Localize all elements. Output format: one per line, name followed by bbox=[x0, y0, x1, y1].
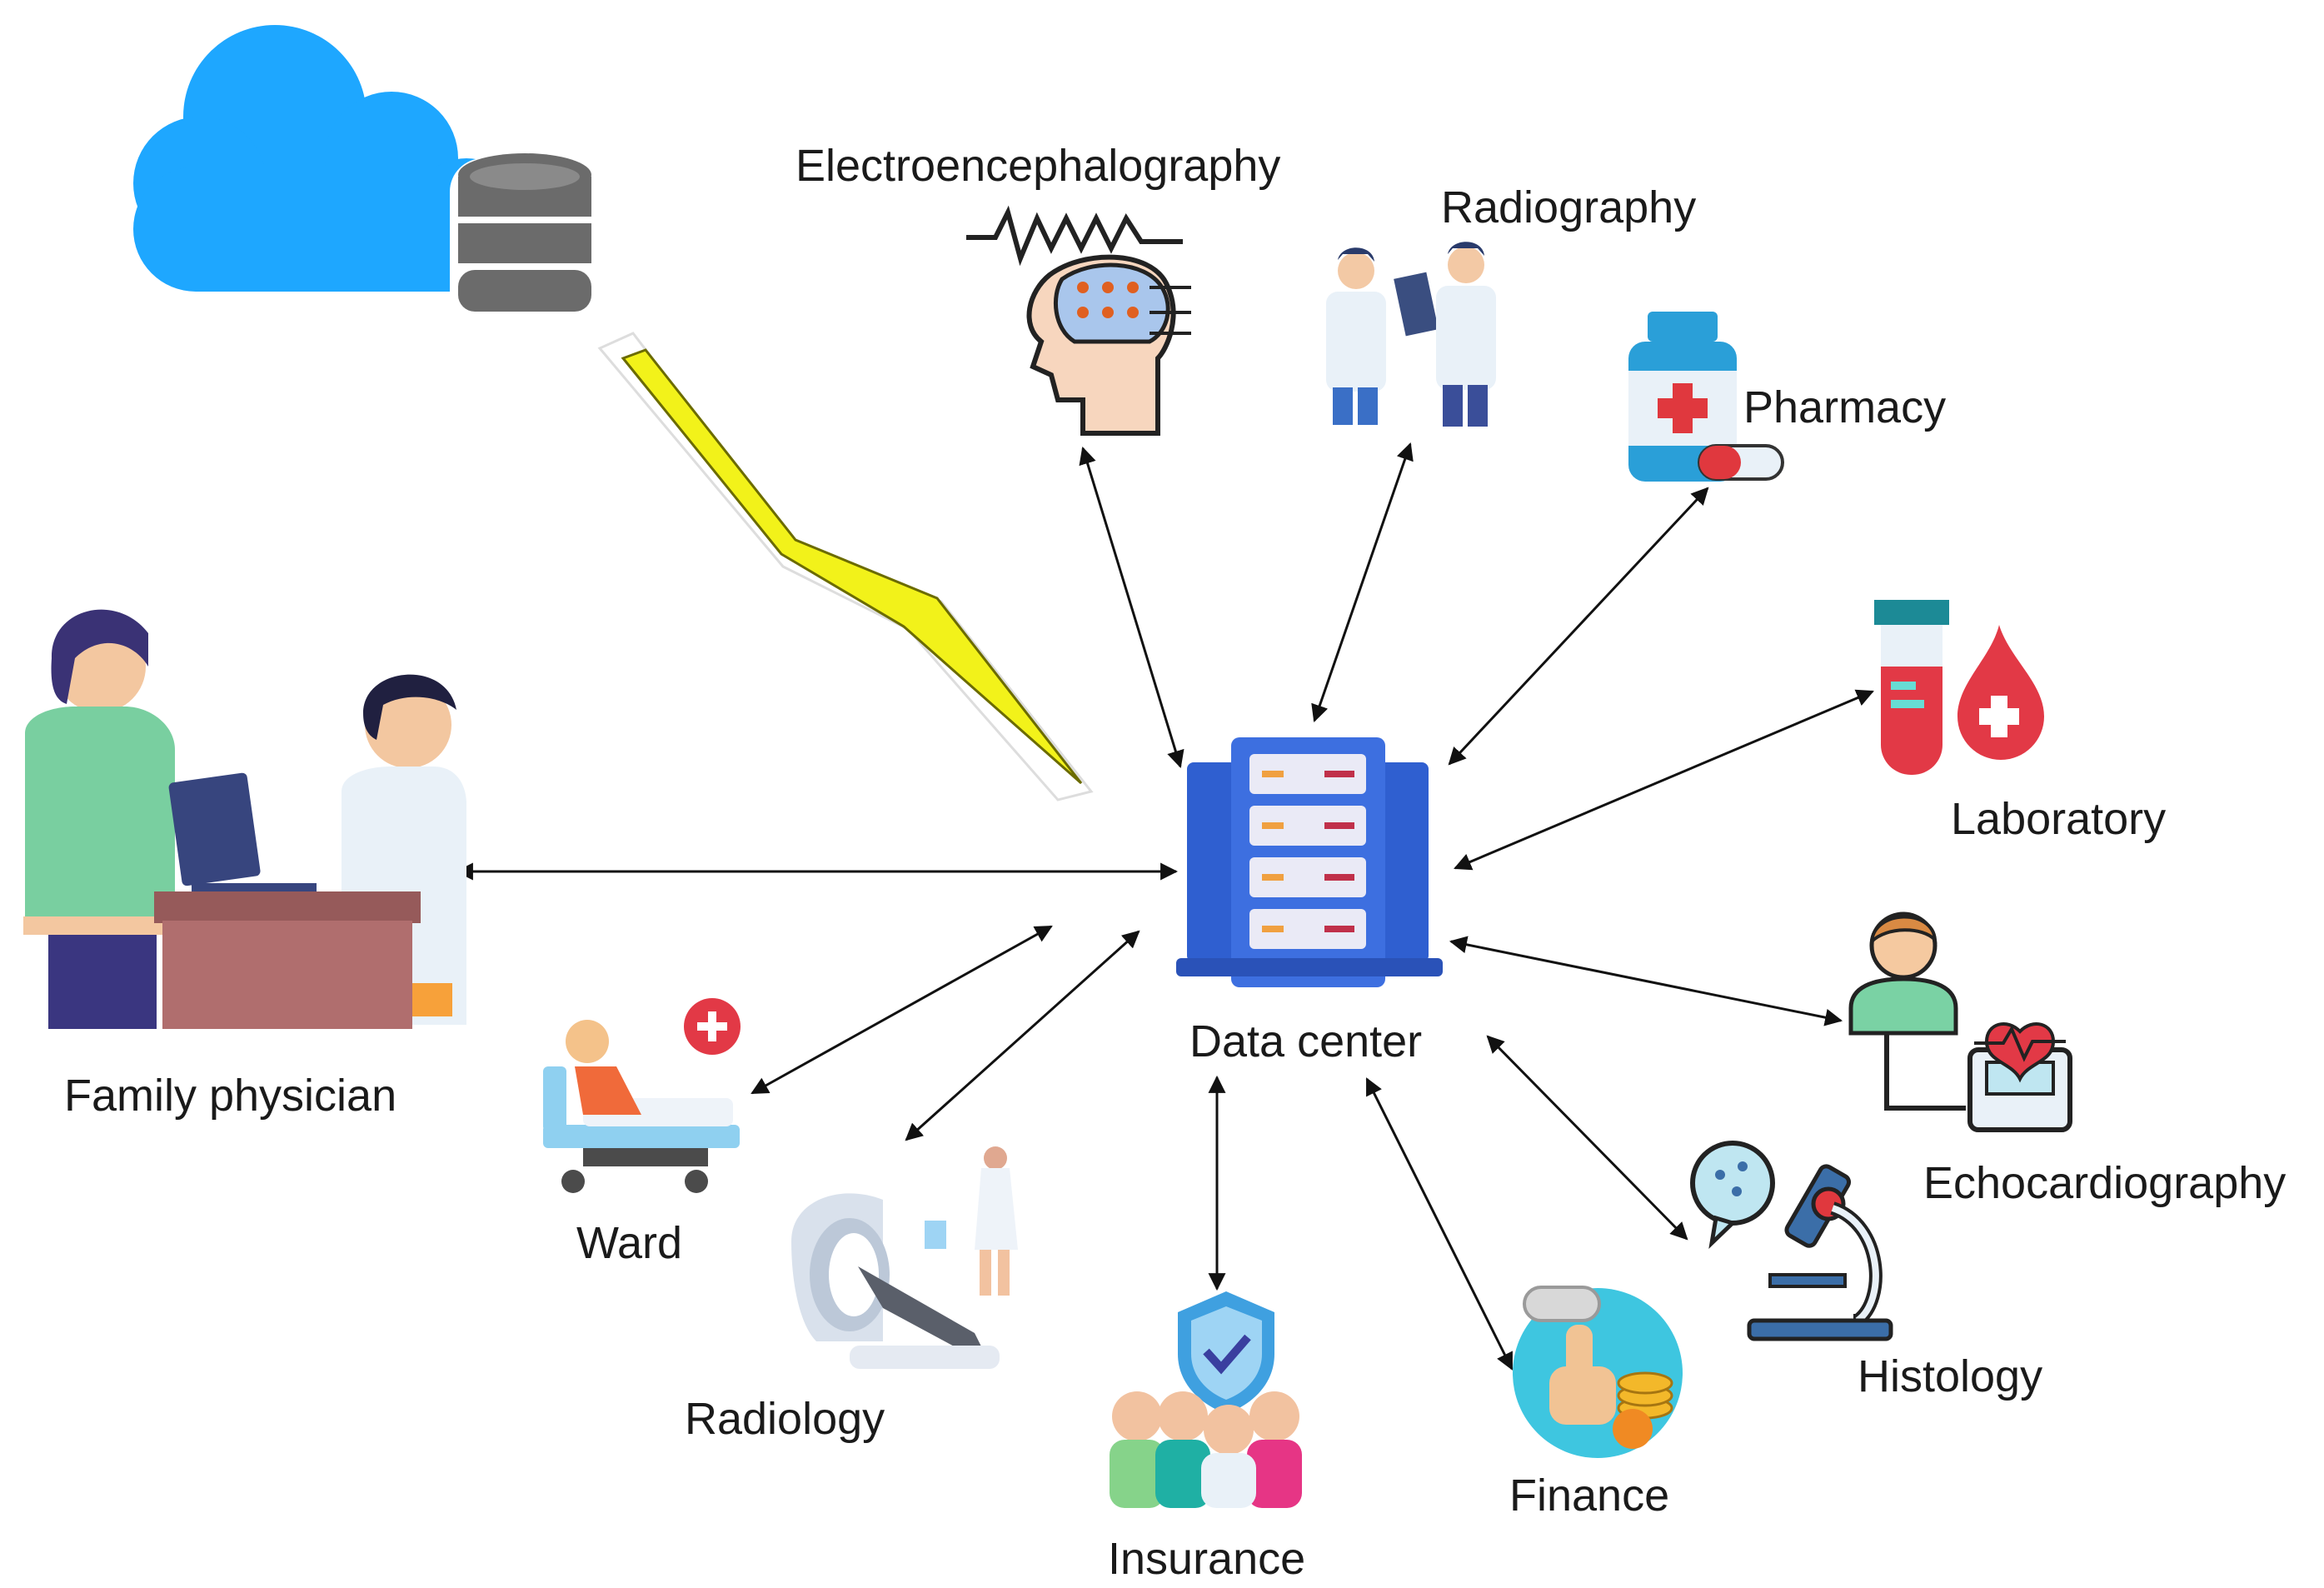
label-ward: Ward bbox=[576, 1218, 683, 1268]
hospital-bed-icon bbox=[543, 998, 741, 1193]
arrow-radiology bbox=[905, 930, 1140, 1141]
payment-icon bbox=[1513, 1286, 1683, 1458]
medicine-bottle-icon bbox=[1628, 312, 1784, 482]
arrow-ward bbox=[751, 925, 1053, 1095]
label-radiology: Radiology bbox=[685, 1394, 885, 1444]
heart-monitor-icon bbox=[1848, 911, 2072, 1132]
arrow-histology bbox=[1486, 1035, 1688, 1241]
insurance-shield-icon bbox=[1110, 1291, 1302, 1508]
label-pharmacy: Pharmacy bbox=[1743, 382, 1947, 432]
arrow-pharmacy bbox=[1448, 487, 1709, 766]
arrow-laboratory bbox=[1454, 689, 1874, 871]
label-histology: Histology bbox=[1858, 1351, 2043, 1401]
microscope-icon bbox=[1690, 1141, 1893, 1341]
ct-scanner-icon bbox=[791, 1146, 1018, 1369]
doctors-xray-icon bbox=[1326, 242, 1496, 427]
label-insurance: Insurance bbox=[1108, 1534, 1306, 1584]
label-family-physician: Family physician bbox=[64, 1071, 397, 1121]
doctor-patient-icon bbox=[23, 609, 466, 1029]
arrow-radiography bbox=[1311, 442, 1414, 722]
label-data-center: Data center bbox=[1189, 1016, 1423, 1066]
label-finance: Finance bbox=[1509, 1471, 1670, 1521]
label-echocardiography: Echocardiography bbox=[1923, 1158, 2287, 1208]
server-rack-icon bbox=[1176, 737, 1443, 987]
arrow-echocardiography bbox=[1449, 936, 1843, 1026]
lightning-link-icon bbox=[597, 332, 1094, 801]
brain-eeg-icon bbox=[966, 205, 1191, 436]
label-eeg: Electroencephalography bbox=[795, 141, 1281, 191]
label-radiography: Radiography bbox=[1441, 182, 1697, 232]
connection-arrows bbox=[455, 442, 1874, 1371]
blood-test-icon bbox=[1874, 600, 2044, 775]
label-laboratory: Laboratory bbox=[1951, 794, 2167, 844]
arrow-finance bbox=[1365, 1077, 1514, 1371]
cloud-database-icon bbox=[133, 25, 600, 333]
arrow-eeg bbox=[1079, 446, 1184, 769]
